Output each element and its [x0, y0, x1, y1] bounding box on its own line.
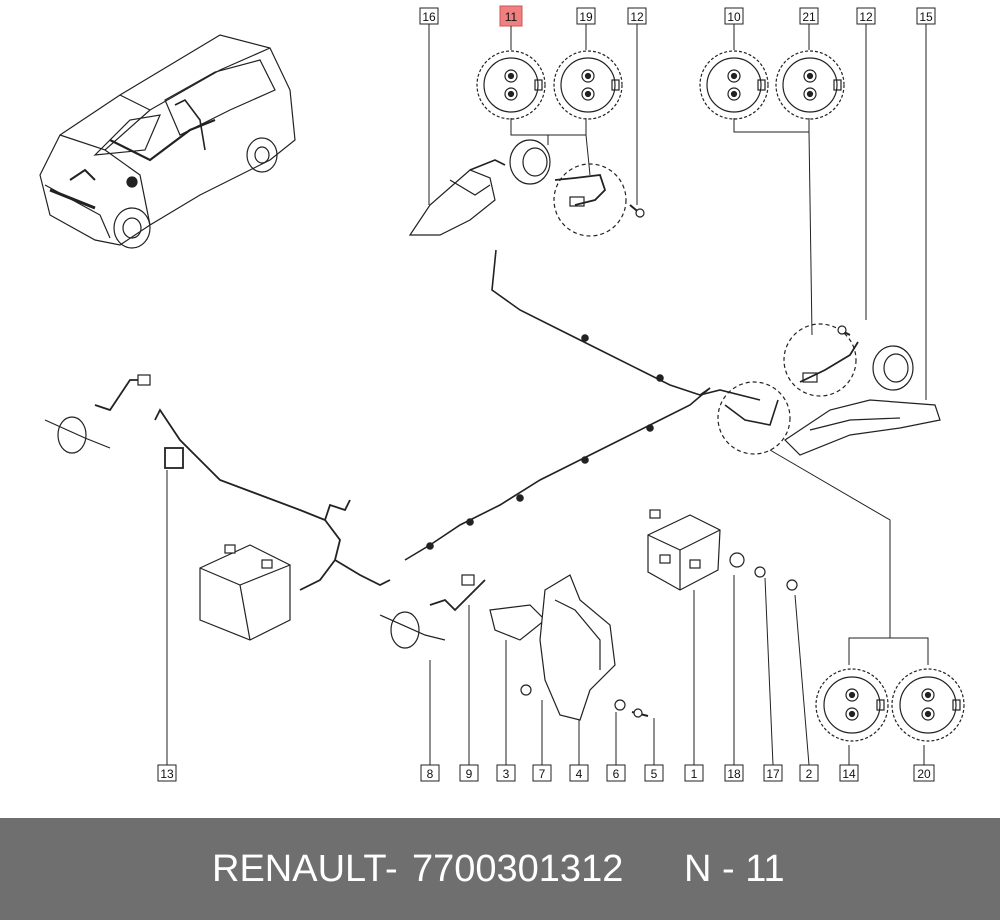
vehicle-illustration	[39, 34, 296, 249]
parts-diagram: 16 11 19 12 10 21 12 15 13 8 9 3 7 4 6 5…	[39, 5, 965, 782]
connector-diagram-10	[699, 50, 769, 120]
callout-18: 18	[727, 767, 741, 781]
callout-2: 2	[806, 767, 813, 781]
separator: -	[385, 848, 398, 890]
rear-left-sensor	[44, 374, 151, 454]
rear-right-sensor	[379, 574, 486, 649]
callout-21: 21	[802, 10, 816, 24]
brand-name: RENAULT	[212, 848, 387, 890]
callout-boxes: 16 11 19 12 10 21 12 15 13 8 9 3 7 4 6 5…	[157, 5, 936, 782]
callout-13: 13	[160, 767, 174, 781]
callout-3: 3	[503, 767, 510, 781]
connector-diagram-14	[815, 668, 889, 742]
callout-12-right: 12	[859, 10, 873, 24]
diagram-reference: N - 11	[684, 848, 785, 890]
callout-9: 9	[466, 767, 473, 781]
abs-hydraulic-unit	[647, 509, 798, 591]
callout-10: 10	[727, 10, 741, 24]
wiring-harness	[404, 249, 761, 561]
callout-5: 5	[651, 767, 658, 781]
callout-17: 17	[766, 767, 780, 781]
callout-6: 6	[613, 767, 620, 781]
callout-1: 1	[691, 767, 698, 781]
callout-8: 8	[427, 767, 434, 781]
callout-14: 14	[842, 767, 856, 781]
battery	[199, 544, 291, 641]
connector-diagram-20	[891, 668, 965, 742]
callout-20: 20	[917, 767, 931, 781]
part-number: 7700301312	[412, 848, 624, 890]
footer-bar: RENAULT - 7700301312 N - 11	[0, 818, 1000, 920]
callout-7: 7	[539, 767, 546, 781]
callout-16: 16	[422, 10, 436, 24]
rear-harness	[154, 408, 391, 591]
footer-caption: RENAULT - 7700301312 N - 11	[0, 818, 1000, 920]
front-left-sensor-group	[408, 139, 645, 237]
leader-lines	[166, 24, 929, 766]
connector-diagram-11	[476, 50, 546, 120]
callout-15: 15	[919, 10, 933, 24]
front-right-sensor-group	[717, 323, 941, 456]
connector-diagram-21	[775, 50, 845, 120]
callout-19: 19	[579, 10, 593, 24]
callout-11: 11	[505, 10, 518, 24]
connector-diagram-19	[553, 50, 623, 120]
mounting-brackets	[489, 574, 649, 721]
callout-4: 4	[576, 767, 583, 781]
callout-12-top: 12	[630, 10, 644, 24]
